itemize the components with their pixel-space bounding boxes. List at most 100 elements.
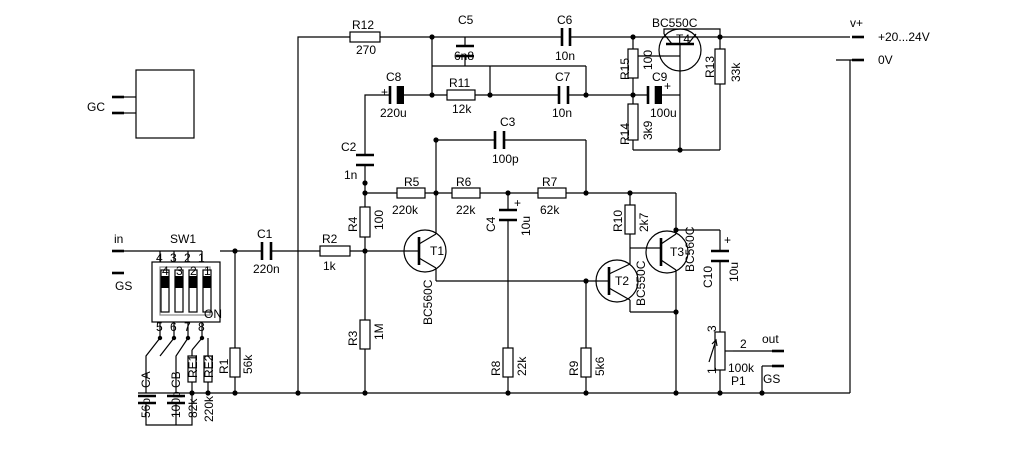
c5-value: 6n8 — [454, 49, 474, 63]
r4-ref: R4 — [346, 216, 360, 232]
transistor-t2: T2 BC550C — [595, 259, 648, 306]
r7-value: 62k — [540, 203, 560, 217]
ground-label: 0V — [878, 53, 893, 67]
r5-value: 220k — [392, 203, 419, 217]
r6-value: 22k — [456, 203, 476, 217]
r15-value: 100 — [641, 50, 655, 70]
capacitor-ca: CA 56p — [138, 371, 193, 426]
r6-ref: R6 — [456, 175, 472, 189]
transistor-t1: T1 BC560C — [403, 229, 447, 325]
resistor-r4: R4 100 — [346, 206, 386, 238]
c3-value: 100p — [492, 152, 519, 166]
c1-value: 220n — [253, 262, 280, 276]
c4-plus-sign: + — [514, 196, 521, 210]
c9-plus-sign: + — [664, 79, 671, 93]
transistor-t4: T4 BC550C — [652, 16, 721, 72]
sw-pin-top-1: 4 — [156, 251, 163, 265]
resistor-r13: R13 33k — [703, 48, 743, 85]
r11-ref: R11 — [449, 76, 470, 90]
r1-ref: R1 — [217, 358, 231, 374]
r2-value: 1k — [323, 259, 337, 273]
re1-value: 82k — [186, 398, 200, 418]
t2-type: BC550C — [634, 260, 648, 306]
gc-label: GC — [87, 100, 105, 114]
capacitor-c3: C3 100p — [492, 115, 519, 166]
c7-value: 10n — [552, 106, 572, 120]
r1-value: 56k — [241, 354, 255, 374]
r11-value: 12k — [452, 102, 472, 116]
resistor-r5: R5 220k — [392, 175, 426, 217]
c2-ref: C2 — [341, 140, 357, 154]
output-label: out — [762, 332, 779, 346]
capacitor-c6: C6 10n — [555, 13, 575, 63]
c10-ref: C10 — [701, 266, 715, 288]
re2-ref: RE2 — [202, 354, 216, 378]
capacitor-c2: C2 1n — [341, 140, 374, 182]
t1-type: BC560C — [421, 279, 435, 325]
r8-ref: R8 — [489, 360, 503, 376]
r2-ref: R2 — [322, 232, 338, 246]
gs-terminal-left: GS — [112, 271, 132, 293]
input-terminal: in — [112, 232, 124, 253]
c2-value: 1n — [344, 168, 357, 182]
sw-pin-inner-2: 3 — [176, 264, 183, 278]
c8-ref: C8 — [386, 70, 402, 84]
r8-value: 22k — [515, 356, 529, 376]
p1-ref: P1 — [731, 374, 746, 388]
r14-ref: R14 — [618, 123, 632, 145]
resistor-r11: R11 12k — [446, 76, 476, 116]
transistor-t3: T3 BC560C — [645, 226, 697, 274]
resistor-re2: RE2 220k — [202, 338, 216, 422]
capacitor-c8: + C8 220u — [380, 70, 407, 120]
r12-ref: R12 — [352, 18, 374, 32]
resistor-r7: R7 62k — [537, 175, 567, 217]
ground-terminal: 0V — [852, 53, 893, 67]
sw1-dip-switch: SW1 4 3 2 1 4 3 2 1 ON 5 6 7 8 — [145, 232, 222, 393]
capacitor-c5: C5 6n8 — [454, 13, 474, 63]
capacitor-c7: C7 10n — [552, 70, 572, 120]
resistor-r1: R1 56k — [217, 347, 255, 378]
c9-ref: C9 — [652, 70, 668, 84]
gs-left-label: GS — [115, 279, 132, 293]
c5-ref: C5 — [458, 13, 474, 27]
r3-ref: R3 — [346, 330, 360, 346]
c7-ref: C7 — [555, 70, 571, 84]
sw-pin-top-3: 2 — [184, 251, 191, 265]
c8-plus-sign: + — [381, 85, 388, 99]
re1-ref: RE1 — [186, 354, 200, 378]
c1-ref: C1 — [257, 227, 273, 241]
resistor-r6: R6 22k — [451, 175, 481, 217]
r14-value: 3k9 — [641, 120, 655, 140]
capacitor-c1: C1 220n — [253, 227, 280, 276]
c3-ref: C3 — [500, 115, 516, 129]
ca-ref: CA — [139, 371, 153, 388]
t4-type: BC550C — [652, 16, 698, 30]
supply-voltage-label: +20...24V — [878, 30, 930, 44]
sw-pin-top-4: 1 — [198, 251, 205, 265]
c6-value: 10n — [555, 49, 575, 63]
sw-pin-top-2: 3 — [170, 251, 177, 265]
gs-terminal-right: GS — [763, 364, 784, 386]
r15-ref: R15 — [618, 58, 632, 80]
c8-value: 220u — [380, 106, 407, 120]
switch-levers — [160, 269, 212, 313]
output-terminal: out — [762, 332, 784, 353]
capacitor-c9: + C9 100u — [646, 70, 677, 120]
p1-pin-1: 1 — [705, 367, 719, 374]
resistor-r3: R3 1M — [346, 319, 386, 350]
r10-ref: R10 — [611, 210, 625, 232]
resistor-r12: R12 270 — [349, 18, 381, 57]
t2-ref: T2 — [615, 274, 629, 288]
c10-plus-sign: + — [724, 233, 731, 247]
r10-value: 2k7 — [637, 212, 651, 232]
p1-value: 100k — [728, 361, 755, 375]
p1-pin-3: 3 — [705, 325, 719, 332]
t1-ref: T1 — [430, 244, 444, 258]
capacitor-cb: CB 100p — [167, 371, 185, 425]
r3-value: 1M — [372, 323, 386, 340]
input-label: in — [114, 232, 123, 246]
sw-pin-inner-3: 2 — [190, 264, 197, 278]
resistor-r9: R9 5k6 — [567, 347, 607, 378]
r9-value: 5k6 — [593, 356, 607, 376]
